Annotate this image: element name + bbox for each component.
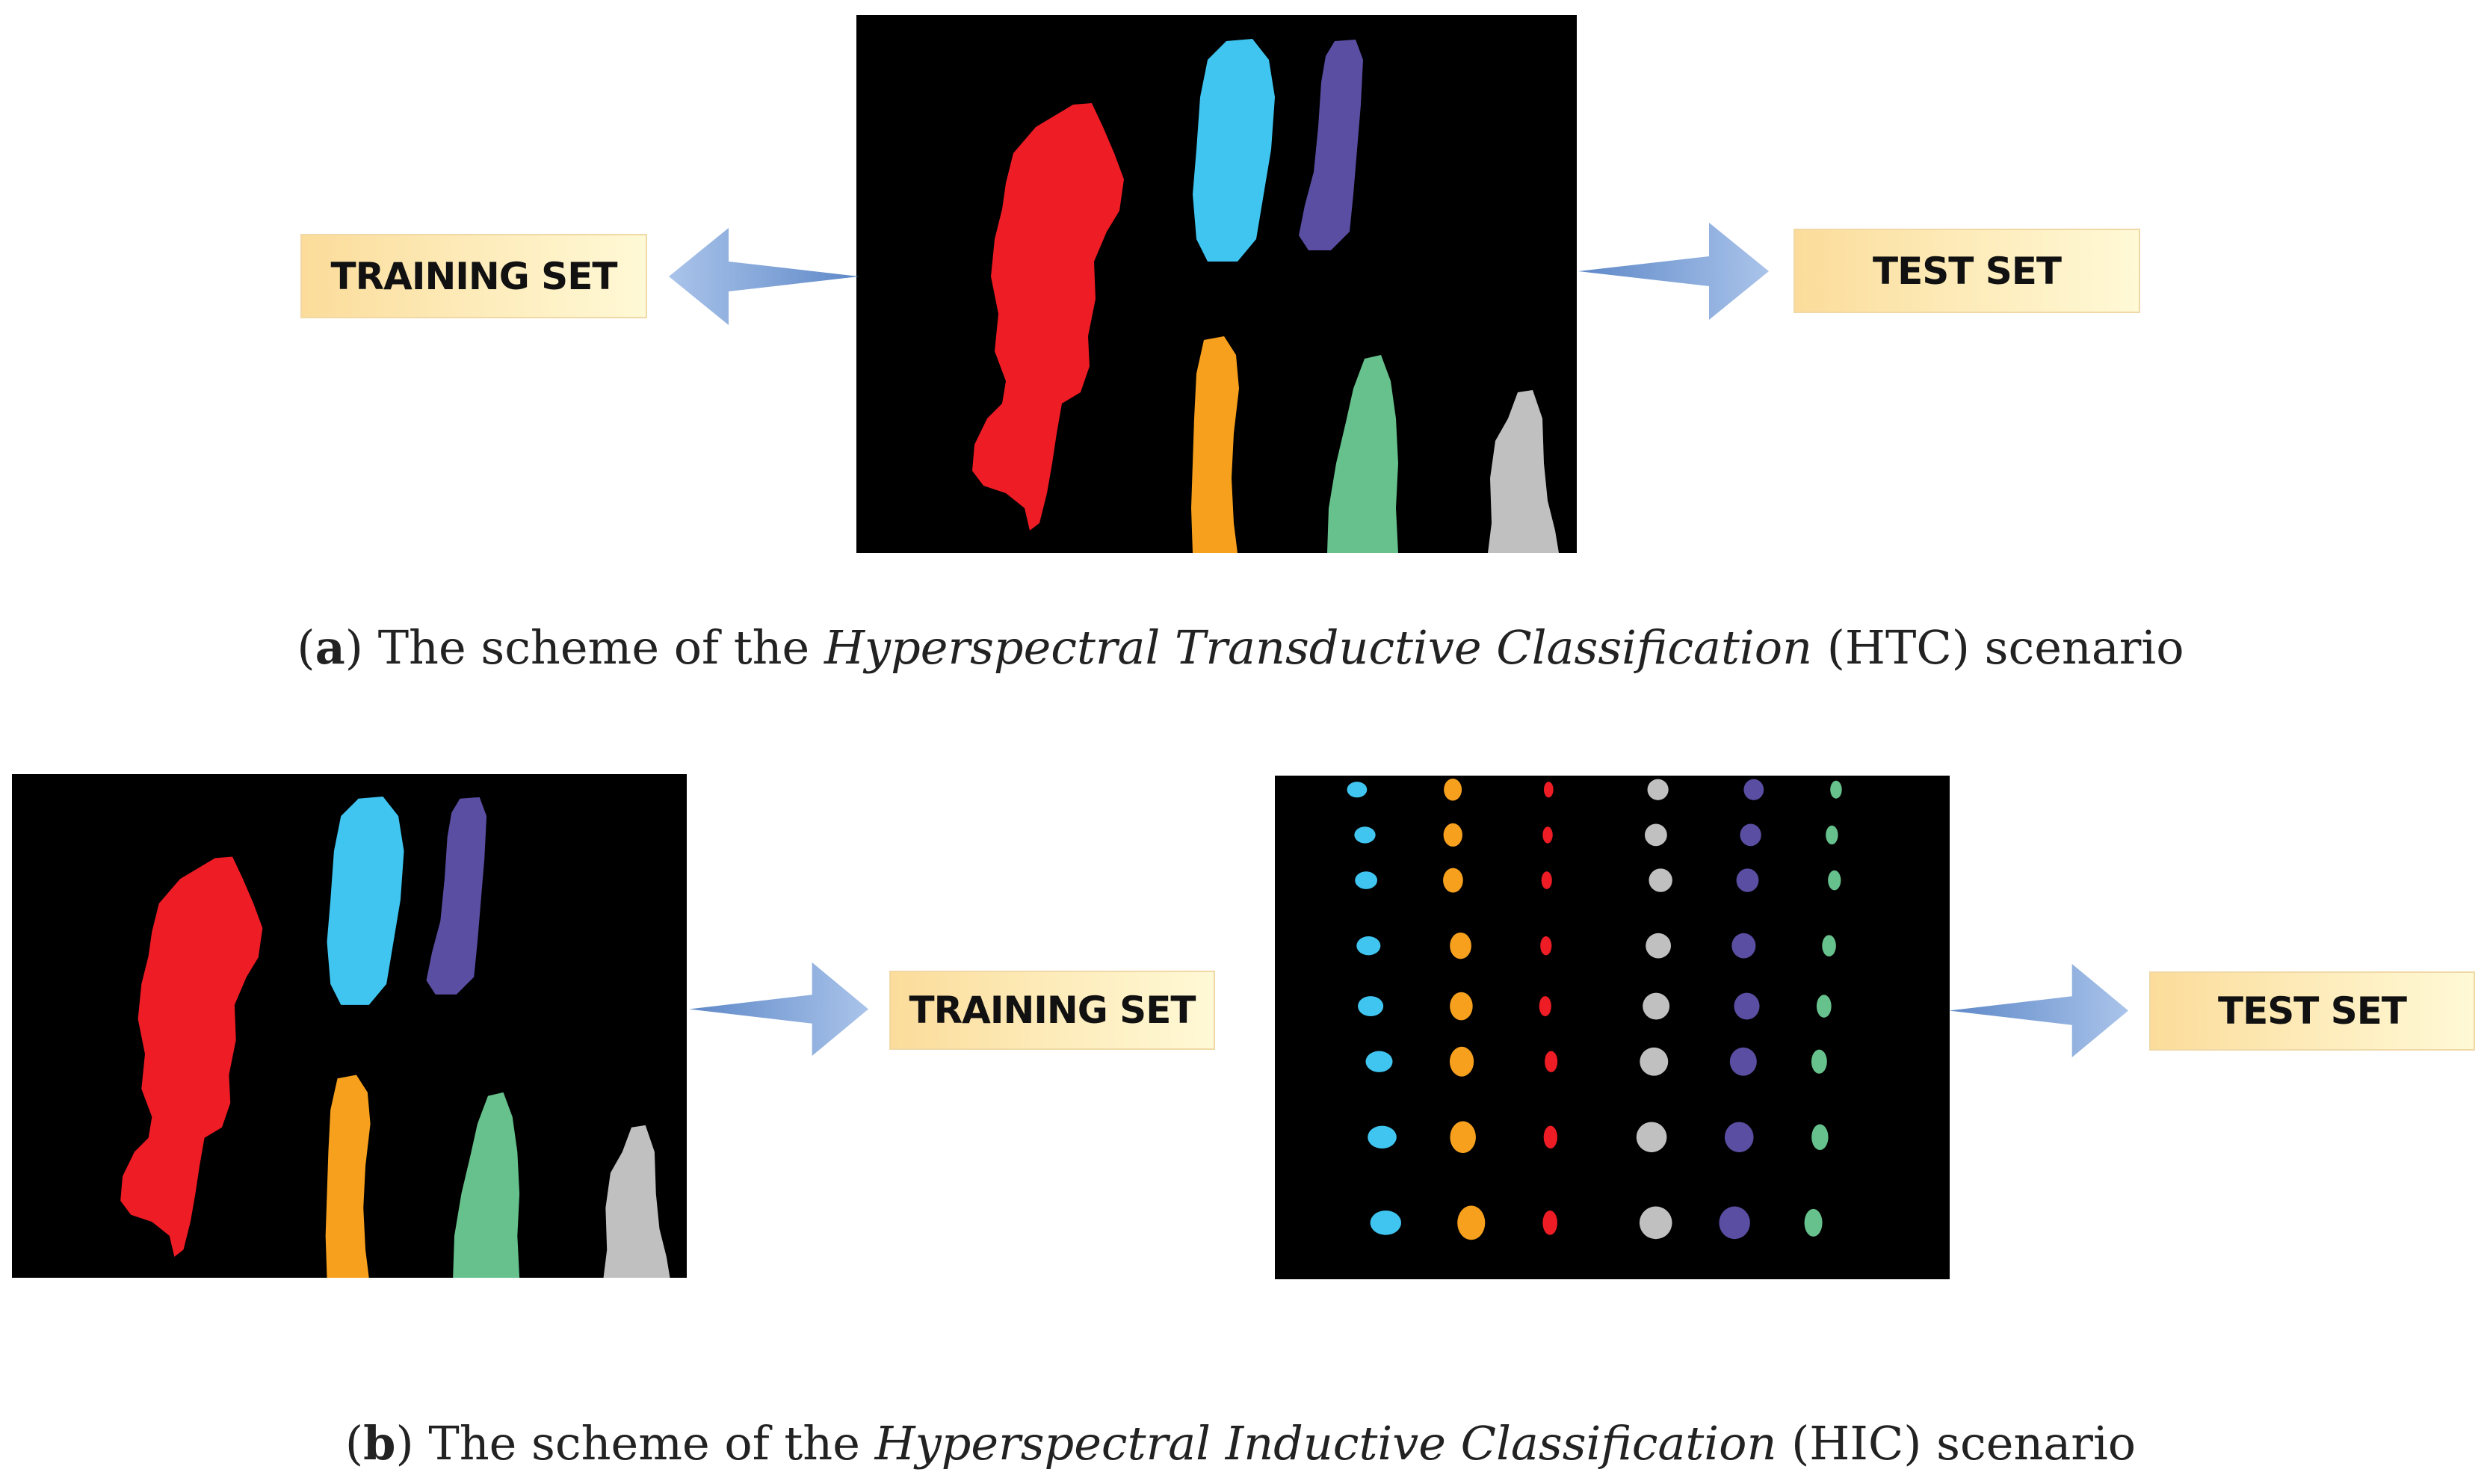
purple-sample-blob [1743,779,1764,800]
purple-sample-blob [1719,1206,1750,1240]
htc-training-set-label: TRAINING SET [300,234,647,318]
hic-training-image [12,774,687,1278]
caption-b-post: (HIC) scenario [1776,1416,2136,1471]
orange-sample-blob [1443,868,1463,893]
green-sample-blob [1826,825,1838,845]
caption-b-open: ( [345,1416,364,1471]
cyan-sample-blob [1365,1051,1393,1072]
purple-sample-blob [1740,823,1761,847]
cyan-sample-blob [1347,782,1368,798]
cyan-region [327,796,404,1005]
caption-b: (b) The scheme of the Hyperspectral Indu… [0,1416,2481,1471]
orange-region [325,1075,371,1278]
orange-sample-blob [1457,1205,1486,1240]
hic-training-set-label: TRAINING SET [889,971,1215,1050]
htc-arrow-left [669,228,859,325]
green-region [453,1092,520,1278]
caption-b-italic: Hyperspectral Inductive Classification [874,1416,1777,1471]
gray-sample-blob [1636,1122,1667,1153]
purple-sample-blob [1736,868,1759,892]
red-sample-blob [1543,782,1554,798]
hic-test-segmentation-map [1347,778,1842,1240]
hic-test-set-label: TEST SET [2149,971,2475,1051]
hic-test-image [1275,776,1950,1279]
gray-region [603,1125,670,1278]
purple-region [1299,40,1363,250]
orange-sample-blob [1450,932,1471,959]
caption-b-letter: b [363,1416,396,1471]
arrow-right-icon [1949,964,2128,1057]
cyan-sample-blob [1355,871,1378,889]
caption-a: (a) The scheme of the Hyperspectral Tran… [0,620,2481,675]
red-sample-blob [1545,1051,1558,1072]
orange-sample-blob [1450,992,1473,1021]
green-sample-blob [1822,935,1836,957]
orange-sample-blob [1443,823,1462,847]
cyan-sample-blob [1370,1211,1402,1235]
caption-a-open: ( [297,620,315,675]
arrow-left-icon [669,228,859,325]
gray-region [1488,390,1559,553]
caption-a-italic: Hyperspectral Transductive Classificatio… [824,620,1813,675]
hic-training-segmentation-map [120,796,670,1278]
hic-arrow-to-training [689,962,868,1056]
green-sample-blob [1811,1049,1827,1074]
purple-sample-blob [1724,1122,1754,1153]
gray-sample-blob [1640,1047,1669,1076]
green-sample-blob [1830,780,1842,799]
green-sample-blob [1811,1124,1829,1151]
red-region [120,856,263,1257]
caption-a-pre: ) The scheme of the [345,620,824,675]
gray-sample-blob [1639,1206,1672,1240]
green-sample-blob [1828,870,1841,891]
htc-test-set-label: TEST SET [1793,229,2140,313]
green-region [1327,355,1398,553]
purple-sample-blob [1729,1047,1757,1076]
caption-a-post: (HTC) scenario [1812,620,2184,675]
purple-sample-blob [1731,933,1756,959]
cyan-sample-blob [1356,936,1381,956]
red-sample-blob [1541,871,1552,889]
htc-full-image [856,15,1577,553]
red-sample-blob [1539,996,1551,1017]
orange-sample-blob [1444,778,1462,801]
red-sample-blob [1540,936,1552,956]
htc-arrow-right [1578,223,1769,320]
orange-region [1191,336,1239,553]
gray-sample-blob [1643,992,1670,1020]
hic-arrow-to-test [1949,964,2128,1057]
red-sample-blob [1543,1125,1557,1149]
red-sample-blob [1542,826,1553,844]
red-region [972,103,1124,531]
green-sample-blob [1816,995,1832,1018]
cyan-sample-blob [1354,826,1376,844]
gray-sample-blob [1646,933,1671,959]
cyan-region [1193,39,1275,262]
arrow-right-icon [1578,223,1769,320]
gray-sample-blob [1647,779,1669,800]
htc-segmentation-map [972,39,1559,553]
orange-sample-blob [1449,1046,1474,1077]
purple-region [426,797,487,995]
caption-a-letter: a [315,620,345,675]
cyan-sample-blob [1358,996,1384,1017]
gray-sample-blob [1649,868,1672,892]
gray-sample-blob [1644,823,1667,847]
caption-b-pre: ) The scheme of the [395,1416,875,1471]
cyan-sample-blob [1368,1125,1397,1149]
arrow-right-icon [689,962,868,1056]
green-sample-blob [1804,1208,1823,1237]
purple-sample-blob [1734,992,1760,1020]
orange-sample-blob [1450,1121,1476,1154]
red-sample-blob [1542,1211,1558,1235]
